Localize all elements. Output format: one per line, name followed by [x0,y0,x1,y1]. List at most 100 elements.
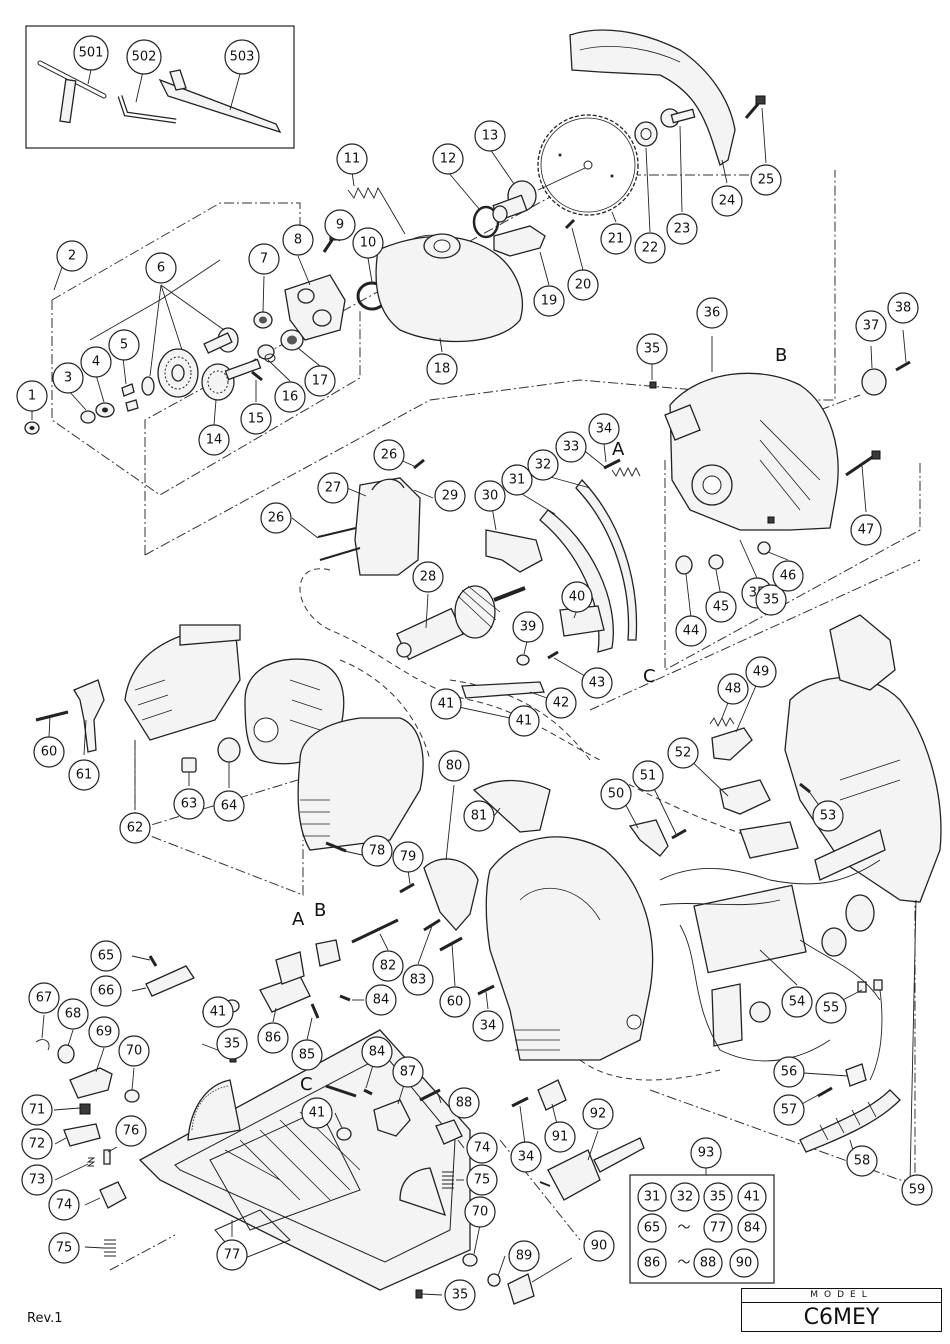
part-callout-73: 73 [21,1164,53,1196]
part-callout-34: 34 [510,1141,542,1173]
drive-gear [201,358,262,401]
svg-text:41: 41 [309,1106,326,1121]
part-callout-31: 31 [501,464,533,496]
part-callout-86: 86 [257,1022,289,1054]
svg-text:78: 78 [369,844,386,859]
part-callout-32: 32 [527,449,559,481]
svg-text:501: 501 [79,46,104,61]
wiring-routes [299,568,761,1081]
svg-text:87: 87 [400,1065,417,1080]
part-callout-77: 77 [216,1239,248,1271]
base-assembly [35,939,573,1305]
svg-text:41: 41 [438,697,455,712]
svg-text:84: 84 [373,993,390,1008]
part-callout-69: 69 [88,1016,120,1048]
part-callout-503: 503 [224,39,260,75]
part-callout-35: 35 [636,333,668,365]
svg-text:72: 72 [29,1137,46,1152]
svg-text:59: 59 [909,1183,926,1198]
svg-text:83: 83 [410,973,427,988]
part-callout-35: 35 [755,584,787,616]
svg-text:90: 90 [736,1256,753,1271]
part-callout-63: 63 [173,788,205,820]
part-callout-2: 2 [56,240,88,272]
part-callout-48: 48 [717,673,749,705]
part-callout-30: 30 [474,480,506,512]
svg-text:14: 14 [206,433,223,448]
svg-text:41: 41 [210,1005,227,1020]
kit-range-symbol: ～ [677,1221,690,1236]
reference-letters: A B A B C C [292,345,787,1095]
part-callout-23: 23 [666,213,698,245]
ref-letter-a-base: A [292,909,305,930]
svg-text:26: 26 [381,448,398,463]
svg-text:84: 84 [369,1045,386,1060]
part-callout-45: 45 [705,591,737,623]
part-callout-28: 28 [412,561,444,593]
part-callout-93: 93 [690,1137,722,1169]
part-callout-75: 75 [466,1164,498,1196]
svg-text:61: 61 [76,768,93,783]
svg-text:67: 67 [36,991,53,1006]
ref-letter-c-guide: C [643,666,656,687]
part-callout-88: 88 [448,1087,480,1119]
svg-text:79: 79 [400,850,417,865]
svg-text:12: 12 [440,152,457,167]
part-callout-26: 26 [260,502,292,534]
svg-text:30: 30 [482,489,499,504]
svg-text:35: 35 [710,1190,727,1205]
svg-text:31: 31 [644,1190,661,1205]
part-callout-22: 22 [634,232,666,264]
part-callout-92: 92 [582,1098,614,1130]
part-callout-24: 24 [711,185,743,217]
motor-housing [124,624,241,741]
svg-text:21: 21 [608,232,625,247]
part-callout-46: 46 [772,560,804,592]
svg-text:24: 24 [719,194,736,209]
part-callout-53: 53 [812,800,844,832]
svg-text:34: 34 [596,422,613,437]
part-callout-74: 74 [466,1132,498,1164]
part-callout-40: 40 [561,581,593,613]
svg-text:68: 68 [65,1007,82,1022]
part-callout-16: 16 [274,381,306,413]
svg-text:34: 34 [518,1150,535,1165]
svg-text:53: 53 [820,809,837,824]
part-callout-75: 75 [48,1232,80,1264]
svg-text:46: 46 [780,569,797,584]
svg-text:31: 31 [509,473,526,488]
part-callout-68: 68 [57,998,89,1030]
svg-text:25: 25 [758,173,775,188]
svg-text:73: 73 [29,1173,46,1188]
svg-text:16: 16 [282,390,299,405]
part-callout-74: 74 [48,1189,80,1221]
kit-item-41: 41 [737,1182,767,1212]
part-callout-59: 59 [901,1174,933,1206]
part-callout-64: 64 [213,790,245,822]
svg-text:6: 6 [157,261,165,276]
svg-text:502: 502 [132,50,157,65]
part-callout-38: 38 [887,292,919,324]
part-callout-57: 57 [773,1094,805,1126]
svg-text:45: 45 [713,600,730,615]
part-callout-85: 85 [291,1039,323,1071]
part-callout-72: 72 [21,1128,53,1160]
svg-text:44: 44 [683,624,700,639]
part-callout-47: 47 [850,514,882,546]
svg-text:74: 74 [474,1141,491,1156]
svg-text:70: 70 [126,1044,143,1059]
kit-range-symbol: ～ [677,1256,690,1271]
svg-text:48: 48 [725,682,742,697]
svg-text:64: 64 [221,799,238,814]
svg-text:17: 17 [312,374,329,389]
svg-text:28: 28 [420,570,437,585]
part-callout-60: 60 [439,986,471,1018]
svg-text:1: 1 [28,389,36,404]
svg-text:85: 85 [299,1048,316,1063]
svg-text:35: 35 [644,342,661,357]
svg-text:90: 90 [591,1239,608,1254]
part-callout-12: 12 [432,143,464,175]
kit-item-32: 32 [670,1182,700,1212]
part-callout-15: 15 [240,403,272,435]
